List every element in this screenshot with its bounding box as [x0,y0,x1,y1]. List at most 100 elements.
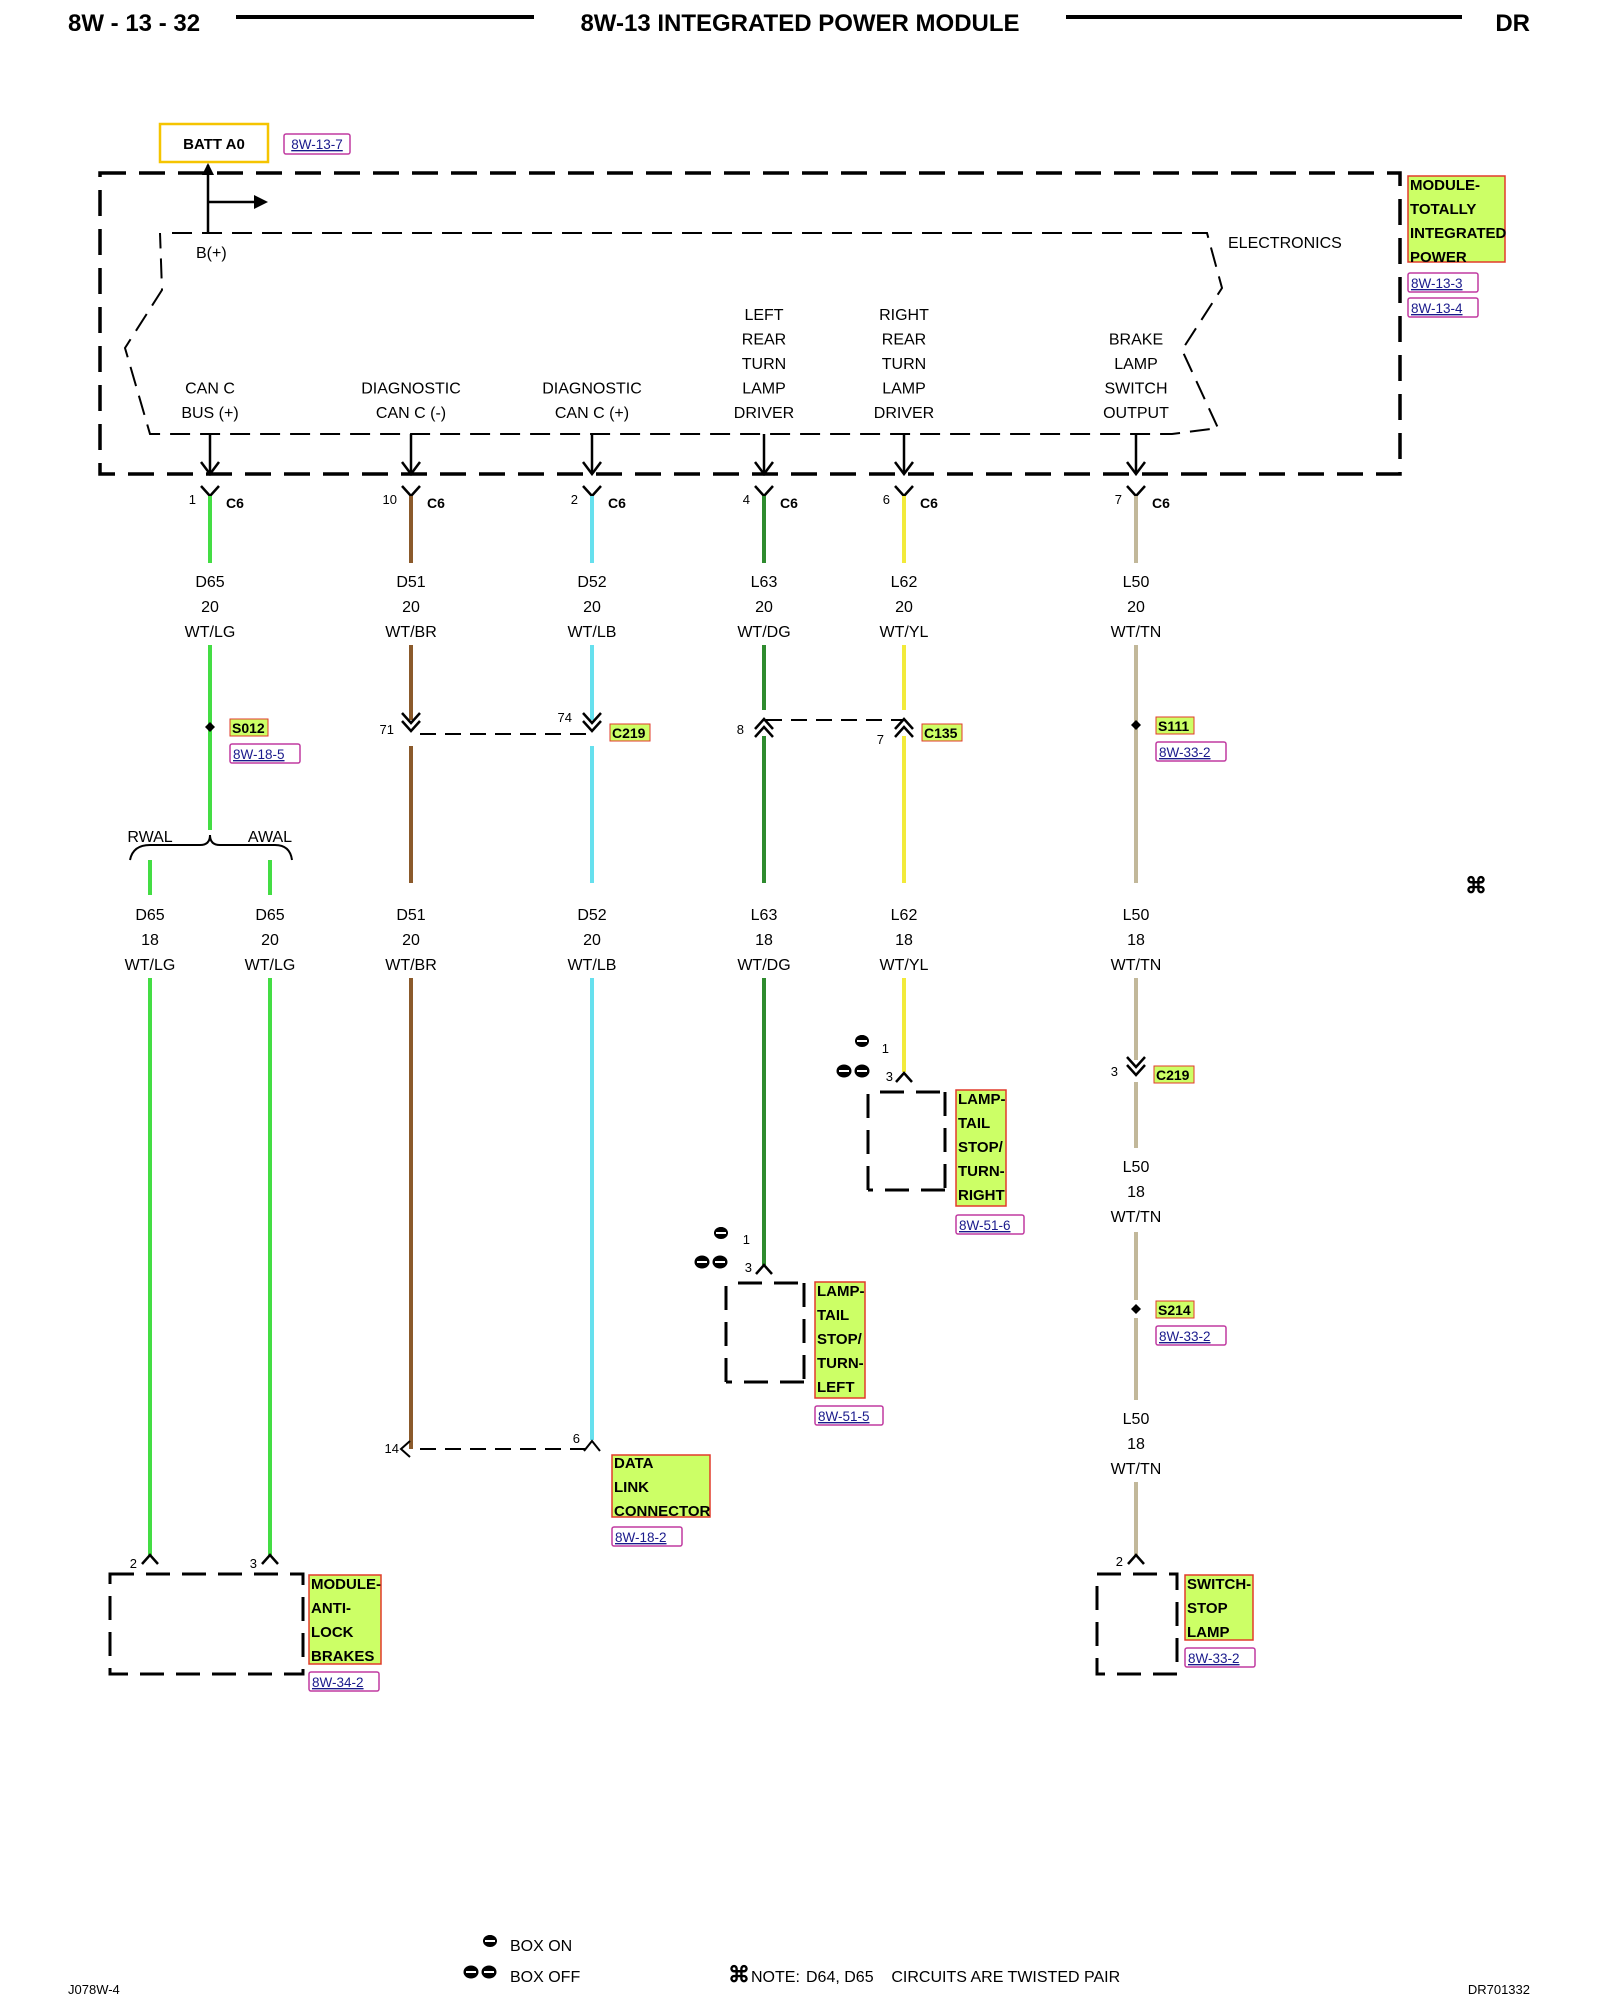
wire-label-lower: 20 [583,932,601,949]
component-boxes [108,1090,1179,1676]
bplus-label: B(+) [196,245,227,262]
output-arrow-head [582,461,602,477]
c6-pin-number: 7 [1115,492,1122,507]
output-label-line: RIGHT [879,307,929,324]
splice-tag-box [229,718,269,737]
lamp-left-tag-line: TURN- [817,1355,864,1372]
wire-label-lower: L63 [751,907,778,924]
stop-switch-ref-box[interactable] [1184,1647,1256,1668]
wire-label-upper: 20 [755,599,773,616]
legend: BOX ON BOX OFF ⌘ NOTE: D64, D65 CIRCUITS… [510,1938,1120,1987]
wire-label-lower: D65 [255,907,284,924]
output-label-line: SWITCH [1104,381,1167,398]
connector-links [420,719,904,1450]
c6-connector-name: C6 [780,495,798,511]
wire-label-upper: 20 [201,599,219,616]
lamp-right-tag-box [955,1089,1007,1207]
wire-label-lower: WT/YL [880,957,929,974]
c6-connector-name: C6 [608,495,626,511]
abs-tag-box [308,1574,382,1665]
lamp-left-tag-line: STOP/ [817,1331,863,1348]
splice-tag-box [1155,716,1195,735]
splice-ref-box[interactable] [229,743,301,764]
module-outline [98,171,1402,476]
legend-box-off: BOX OFF [510,1969,580,1986]
output-label-line: REAR [742,332,786,349]
c219-name: C219 [612,725,646,741]
wire-label-upper: 20 [402,599,420,616]
wire-label-upper: WT/LG [185,624,236,641]
connector-chevron [401,712,421,725]
splice-ref-box[interactable] [1155,1325,1227,1346]
batt-arrow-up [202,163,214,175]
footer-right-code: DR701332 [1468,1982,1530,1997]
c135-tag-box [921,723,963,742]
c219-pin: 74 [558,710,572,725]
output-label-line: CAN C (+) [555,405,629,422]
wire-label-upper: WT/YL [880,624,929,641]
wire-label-l50: WT/TN [1111,1209,1162,1226]
c6-connector-name: C6 [1152,495,1170,511]
splice-dot [205,722,215,732]
tipm-module: ELECTRONICS MODULE-TOTALLYINTEGRATEDPOWE… [98,171,1507,476]
module-ref-box[interactable] [1407,272,1479,293]
wire-label-upper: 20 [1127,599,1145,616]
splice-dot [1131,720,1141,730]
abs-tag-line: LOCK [311,1624,354,1641]
splice-ref-box[interactable] [1155,741,1227,762]
dlc-ref-box[interactable] [611,1526,683,1547]
connector-chevron [754,725,774,738]
output-label-line: DRIVER [874,405,934,422]
stop-switch-box [1095,1572,1179,1676]
wire-label-lower: L50 [1123,907,1150,924]
output-arrow-head [754,461,774,477]
lamp-right-tag-line: STOP/ [958,1139,1004,1156]
wire-label-l50: WT/TN [1111,1461,1162,1478]
wire-label-upper: WT/BR [385,624,437,641]
wire-label-lower: WT/TN [1111,957,1162,974]
batt-ref-box[interactable] [283,133,351,155]
abs-ref-box[interactable] [308,1671,380,1692]
branch-left-label: RWAL [127,829,172,846]
batt-label: BATT A0 [183,136,245,153]
wire-label-l50: L50 [1123,1159,1150,1176]
output-label-line: TURN [882,356,926,373]
module-tag-line: INTEGRATED [1410,225,1507,242]
connector-chevron [754,717,774,730]
c219-tag-box [609,723,651,742]
wire-label-upper: D51 [396,574,425,591]
stop-switch-tag-line: LAMP [1187,1624,1230,1641]
lamp-right-pin: 3 [886,1069,893,1084]
batt-ref[interactable]: 8W-13-7 [291,137,343,152]
connector-chevron [582,712,602,725]
header: 8W - 13 - 32 8W-13 INTEGRATED POWER MODU… [68,10,1530,37]
stop-switch-chevron [1127,1553,1145,1565]
connector-chevron [894,725,914,738]
dlc-pin: 6 [573,1431,580,1446]
wire-label-lower: 20 [402,932,420,949]
splice-name: S111 [1158,718,1189,734]
lamp-right-pin: 1 [882,1041,889,1056]
connector-chevron [894,717,914,730]
lamp-left-pin: 1 [743,1232,750,1247]
wire-label-l50: 18 [1127,1436,1145,1453]
lamp-left-pin: 3 [745,1260,752,1275]
note-twist-icon: ⌘ [728,1962,750,1987]
output-label-line: DRIVER [734,405,794,422]
lamp-left-ref-link: 8W-51-5 [818,1409,870,1424]
lamp-right-ref-box[interactable] [955,1214,1025,1235]
dlc-chevron [399,1440,411,1458]
lamp-right-box [866,1090,947,1192]
lamp-left-ref-box[interactable] [814,1405,884,1426]
output-label-line: BRAKE [1109,332,1163,349]
module-ref-box[interactable] [1407,297,1479,318]
splice-name: S012 [232,720,265,736]
splice-name: S214 [1158,1302,1191,1318]
c6-chevron [894,485,914,498]
wire-label-upper: L63 [751,574,778,591]
lamp-left-tag-line: LAMP- [817,1283,865,1300]
wire-label-lower: D52 [577,907,606,924]
wire-label-l50: L50 [1123,1411,1150,1428]
output-arrow-head [894,461,914,477]
